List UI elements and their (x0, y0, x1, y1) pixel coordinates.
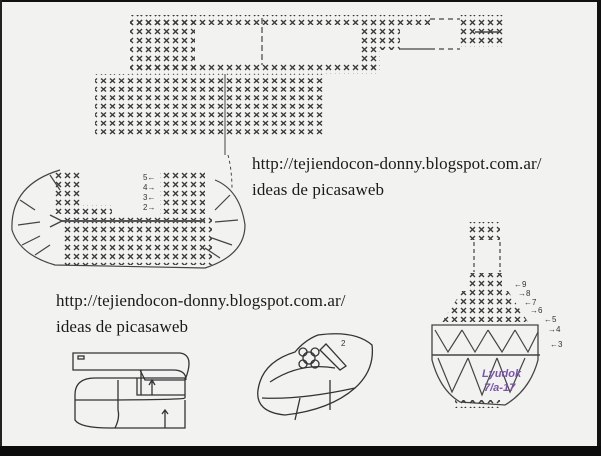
watermark-1: http://tejiendocon-donny.blogspot.com.ar… (252, 151, 542, 203)
row-marker: ←9 (514, 280, 527, 289)
watermark-caption: ideas de picasaweb (56, 317, 189, 336)
right-border (597, 0, 601, 456)
row-marker: ←7 (524, 298, 537, 307)
signature-date: 7/a-17 (484, 382, 516, 394)
row-marker: ←5 (544, 315, 557, 324)
watermark-url: http://tejiendocon-donny.blogspot.com.ar… (56, 291, 346, 310)
signature: Lyudok (482, 368, 522, 380)
row-marker: 3← (143, 193, 155, 202)
sole-chart: 5← 4→ 3← 2→ (11, 154, 246, 269)
row-marker: 4→ (143, 183, 155, 192)
left-border (0, 0, 2, 456)
row-marker: →4 (548, 325, 561, 334)
row-marker: →6 (530, 306, 543, 315)
assembly-sketch (72, 352, 190, 429)
row-marker: 2→ (143, 203, 155, 212)
row-marker: →8 (518, 289, 531, 298)
watermark-caption: ideas de picasaweb (252, 180, 385, 199)
toe-chart: ←9 →8 ←7 →6 ←5 →4 ←3 Lyudok 7/a-17 (431, 222, 563, 408)
row-marker: ←3 (550, 340, 563, 349)
top-border (0, 0, 601, 2)
bootie-sketch: 2 (257, 333, 374, 421)
strap-chart (95, 15, 505, 155)
bootie-marker: 2 (341, 339, 346, 348)
watermark-url: http://tejiendocon-donny.blogspot.com.ar… (252, 154, 542, 173)
row-marker: 5← (143, 173, 155, 182)
watermark-2: http://tejiendocon-donny.blogspot.com.ar… (56, 288, 346, 340)
bottom-border (0, 446, 601, 456)
